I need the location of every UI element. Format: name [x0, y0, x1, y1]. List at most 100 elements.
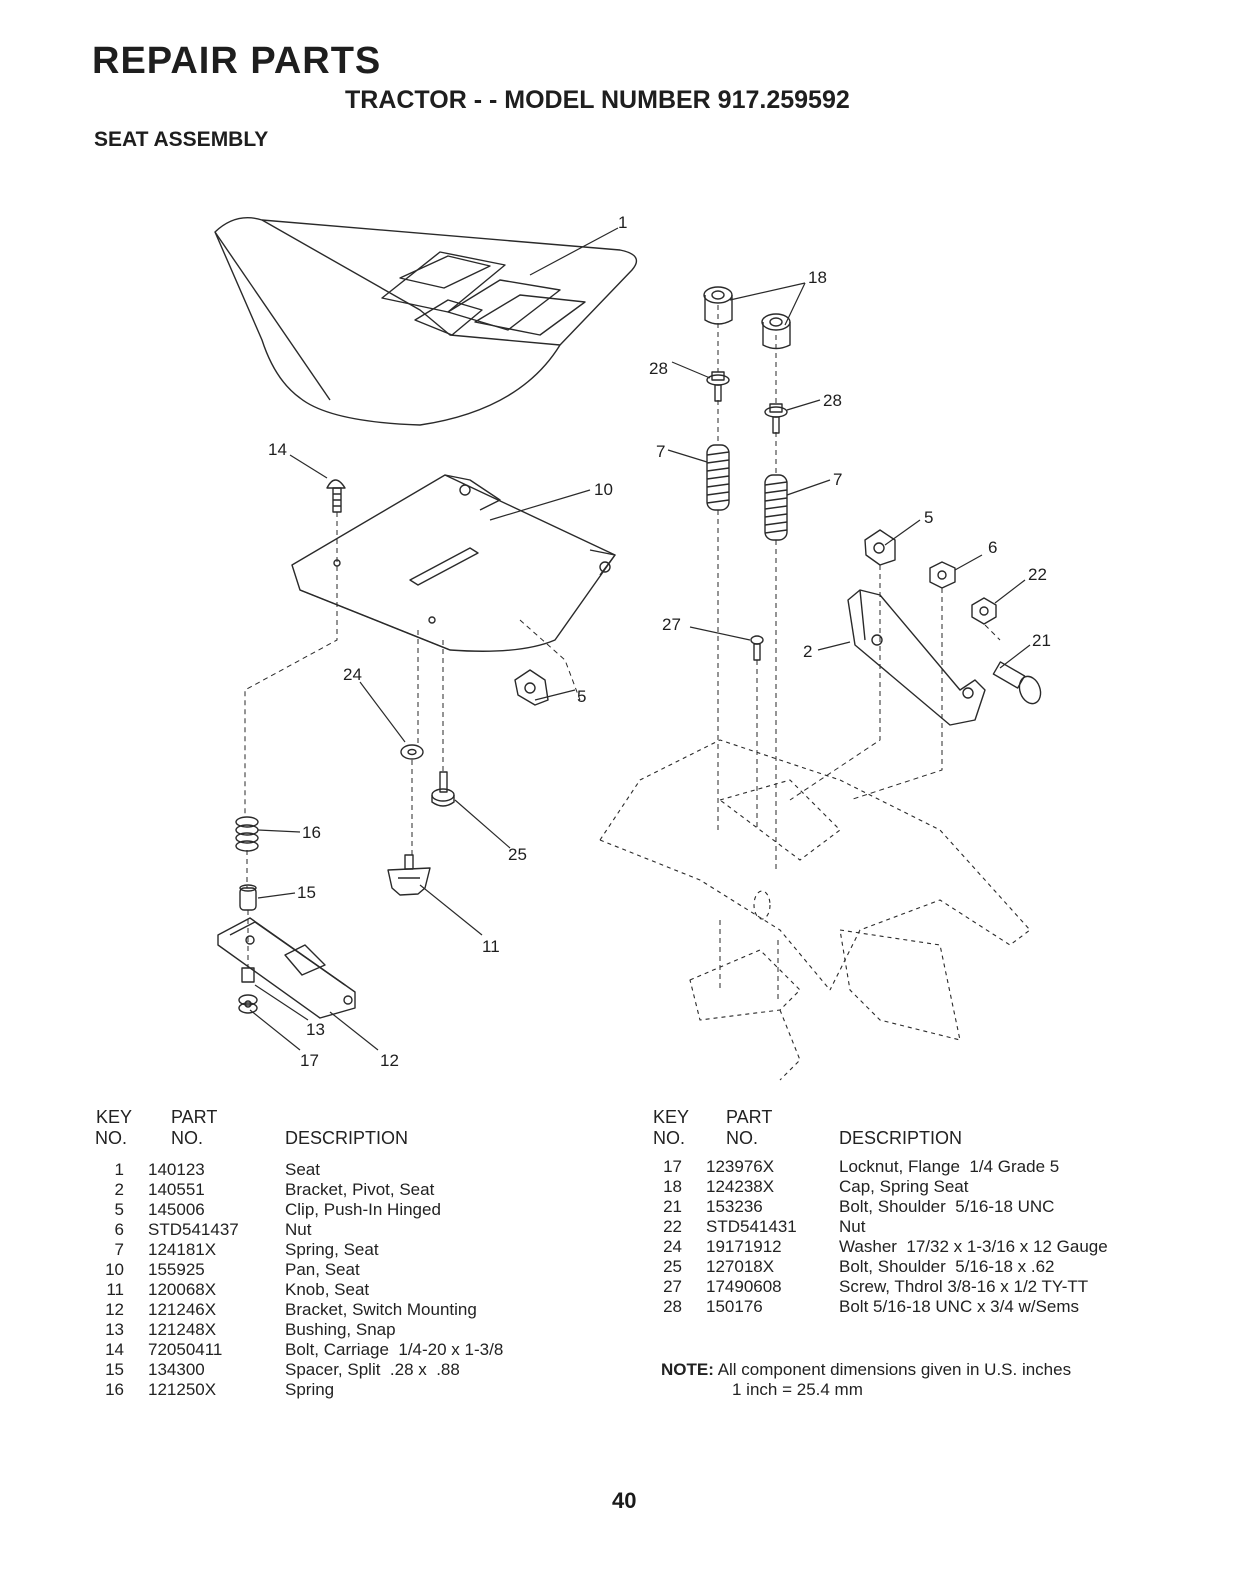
- part-description: Bracket, Pivot, Seat: [285, 1180, 435, 1199]
- part-description: Clip, Push-In Hinged: [285, 1200, 441, 1219]
- sems-bolt-part: [706, 371, 788, 434]
- clip-left-part: [514, 669, 549, 706]
- key-number: 1: [114, 1160, 124, 1179]
- part-description: Pan, Seat: [285, 1260, 360, 1279]
- part-number: 121250X: [148, 1380, 217, 1399]
- callout-labels: 1 18 28 28 14 10 7 7 5 6 22 27 2 21 24 5…: [268, 213, 1051, 1070]
- callout-24: 24: [343, 665, 362, 684]
- part-number: 120068X: [148, 1280, 217, 1299]
- key-number: 16: [105, 1380, 124, 1399]
- part-number: 150176: [706, 1297, 763, 1316]
- dimension-note: NOTE: All component dimensions given in …: [661, 1360, 1072, 1399]
- part-number: 124238X: [706, 1177, 775, 1196]
- part-description: Bolt 5/16-18 UNC x 3/4 w/Sems: [839, 1297, 1079, 1316]
- part-number: 134300: [148, 1360, 205, 1379]
- callout-5a: 5: [924, 508, 933, 527]
- key-number: 5: [114, 1200, 124, 1219]
- part-number: 124181X: [148, 1240, 217, 1259]
- col-part-header: PART: [171, 1107, 218, 1127]
- part-description: Nut: [839, 1217, 866, 1236]
- shoulder-bolt-25-part: [431, 771, 455, 807]
- part-description: Spring, Seat: [285, 1240, 379, 1259]
- seat-knob-part: [387, 854, 431, 896]
- key-number: 14: [105, 1340, 124, 1359]
- part-description: Bracket, Switch Mounting: [285, 1300, 477, 1319]
- callout-15: 15: [297, 883, 316, 902]
- callout-28b: 28: [823, 391, 842, 410]
- page-number: 40: [612, 1488, 637, 1513]
- callout-18: 18: [808, 268, 827, 287]
- part-description: Bolt, Carriage 1/4-20 x 1-3/8: [285, 1340, 504, 1359]
- spring-16-part: [235, 816, 259, 852]
- key-number: 17: [663, 1157, 682, 1176]
- col-key-header: KEY: [96, 1107, 133, 1127]
- part-description: Bolt, Shoulder 5/16-18 UNC: [839, 1197, 1055, 1216]
- part-number: 121246X: [148, 1300, 217, 1319]
- assembly-guide-lines: [244, 305, 1001, 1000]
- part-number: STD541431: [706, 1217, 797, 1236]
- col-key-header: KEY: [653, 1107, 690, 1127]
- callout-leaders: [249, 227, 1031, 1051]
- part-number: 153236: [706, 1197, 763, 1216]
- switch-bracket-part: [217, 917, 356, 1019]
- key-number: 22: [663, 1217, 682, 1236]
- nut-6-part: [929, 561, 956, 589]
- key-number: 10: [105, 1260, 124, 1279]
- callout-12: 12: [380, 1051, 399, 1070]
- col-key-no-header: NO.: [95, 1128, 128, 1148]
- note-line-1: All component dimensions given in U.S. i…: [717, 1360, 1072, 1379]
- callout-5b: 5: [577, 687, 586, 706]
- part-number: 140123: [148, 1160, 205, 1179]
- callout-16: 16: [302, 823, 321, 842]
- part-number: 72050411: [148, 1340, 223, 1359]
- seat-part: [214, 217, 638, 426]
- part-description: Cap, Spring Seat: [839, 1177, 969, 1196]
- key-number: 21: [663, 1197, 682, 1216]
- clip-right-part: [864, 529, 896, 566]
- part-description: Knob, Seat: [285, 1280, 370, 1299]
- seat-pan-part: [291, 474, 616, 652]
- part-number: 140551: [148, 1180, 205, 1199]
- callout-17: 17: [300, 1051, 319, 1070]
- callout-13: 13: [306, 1020, 325, 1039]
- nut-22-part: [971, 597, 997, 625]
- screw-part: [750, 635, 764, 661]
- callout-28a: 28: [649, 359, 668, 378]
- col-part-no-header: NO.: [171, 1128, 204, 1148]
- part-description: Bushing, Snap: [285, 1320, 396, 1339]
- callout-2: 2: [803, 642, 812, 661]
- part-number: 123976X: [706, 1157, 775, 1176]
- part-description: Screw, Thdrol 3/8-16 x 1/2 TY-TT: [839, 1277, 1089, 1296]
- carriage-bolt-part: [326, 479, 346, 513]
- part-description: Bolt, Shoulder 5/16-18 x .62: [839, 1257, 1055, 1276]
- exploded-parts-diagram: 1 18 28 28 14 10 7 7 5 6 22 27 2 21 24 5…: [214, 213, 1051, 1081]
- bushing-locknut-part: [238, 967, 258, 1014]
- col-description-header: DESCRIPTION: [839, 1128, 963, 1148]
- callout-6: 6: [988, 538, 997, 557]
- key-number: 28: [663, 1297, 682, 1316]
- col-description-header: DESCRIPTION: [285, 1128, 409, 1148]
- tractor-frame-outline: [599, 739, 1031, 1081]
- note-label: NOTE:: [661, 1360, 714, 1379]
- part-description: Spring: [285, 1380, 335, 1399]
- callout-10: 10: [594, 480, 613, 499]
- part-description: Locknut, Flange 1/4 Grade 5: [839, 1157, 1060, 1176]
- key-number: 25: [663, 1257, 682, 1276]
- callout-14: 14: [268, 440, 287, 459]
- key-number: 13: [105, 1320, 124, 1339]
- key-number: 6: [114, 1220, 124, 1239]
- callout-22: 22: [1028, 565, 1047, 584]
- part-number: 17490608: [706, 1277, 782, 1296]
- callout-7b: 7: [833, 470, 842, 489]
- section-heading: SEAT ASSEMBLY: [94, 128, 269, 151]
- part-description: Seat: [285, 1160, 320, 1179]
- col-part-no-header: NO.: [726, 1128, 759, 1148]
- callout-7a: 7: [656, 442, 665, 461]
- page-title: REPAIR PARTS: [92, 40, 382, 82]
- key-number: 12: [105, 1300, 124, 1319]
- washer-part: [400, 744, 424, 760]
- part-number: STD541437: [148, 1220, 239, 1239]
- note-line-2: 1 inch = 25.4 mm: [732, 1380, 863, 1399]
- part-description: Spacer, Split .28 x .88: [285, 1360, 460, 1379]
- col-key-no-header: NO.: [653, 1128, 686, 1148]
